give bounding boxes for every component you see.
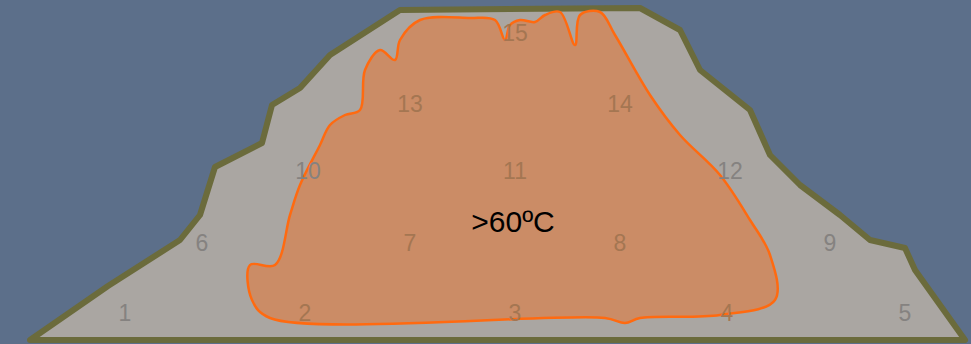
callout-number: 4 <box>721 300 734 327</box>
hot-zone-shape <box>247 11 777 325</box>
callout-number: 11 <box>503 158 527 185</box>
temperature-label: >60ºC <box>471 205 555 239</box>
callout-number: 5 <box>899 300 912 327</box>
callout-number: 10 <box>295 158 321 185</box>
callout-number: 1 <box>119 300 132 327</box>
callout-number: 15 <box>502 20 528 47</box>
callout-number: 9 <box>824 230 837 257</box>
callout-number: 13 <box>397 91 423 118</box>
callout-number: 3 <box>509 300 522 327</box>
callout-number: 12 <box>717 158 743 185</box>
callout-number: 8 <box>614 230 627 257</box>
heap-outline <box>30 8 965 340</box>
callout-number: 2 <box>299 300 312 327</box>
callout-number: 7 <box>404 230 417 257</box>
callout-number: 14 <box>607 91 633 118</box>
callout-number: 6 <box>196 230 209 257</box>
